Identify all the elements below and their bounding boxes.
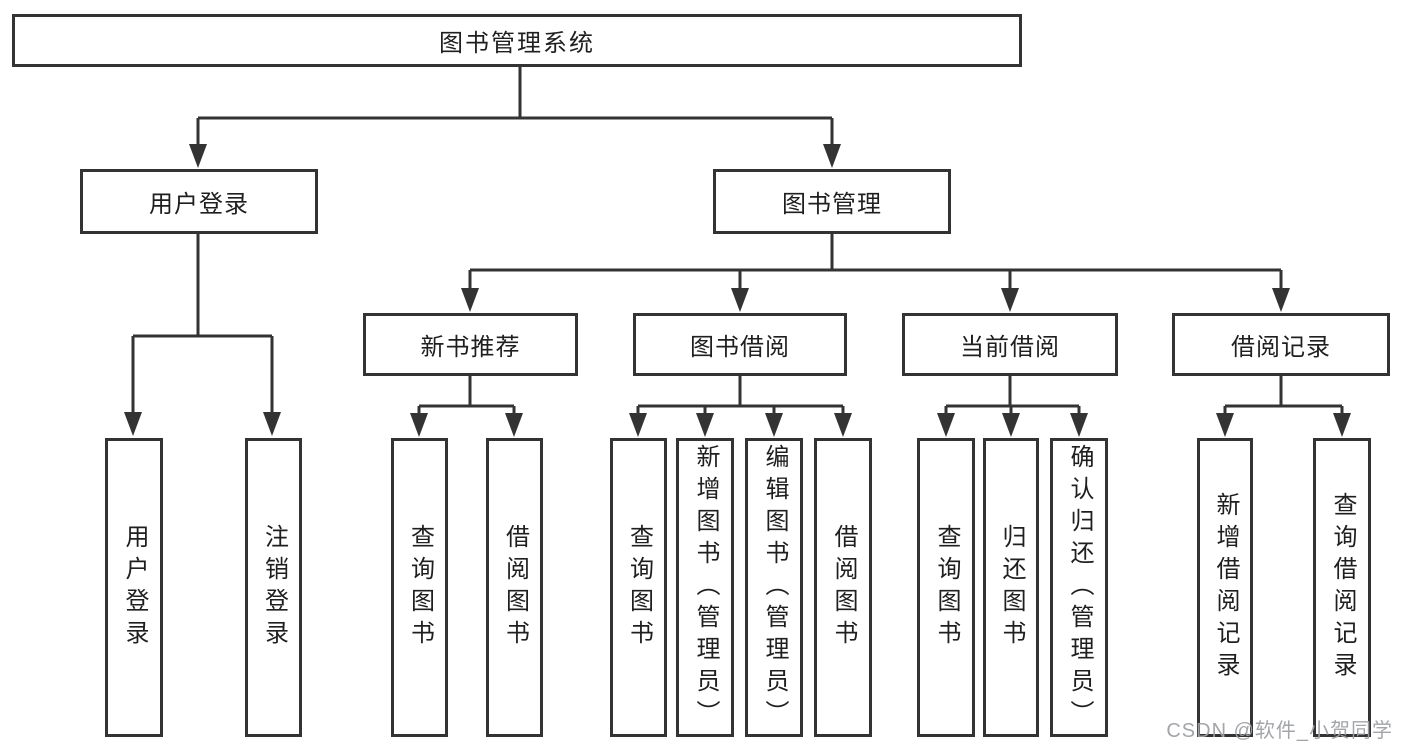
leaf-logout: 注销登录: [245, 438, 302, 737]
leaf-add-borrow-record-label: 新增借阅记录: [1212, 491, 1239, 684]
leaf-logout-label: 注销登录: [260, 523, 288, 652]
leaf-query-borrow-record: 查询借阅记录: [1313, 438, 1371, 737]
leaf-add-book-admin: 新增图书（管理员）: [676, 438, 734, 737]
leaf-query-borrow-record-label: 查询借阅记录: [1329, 491, 1356, 684]
node-current-borrow: 当前借阅: [902, 313, 1118, 376]
node-new-book-recommend: 新书推荐: [363, 313, 578, 376]
leaf-user-login-label: 用户登录: [121, 523, 148, 652]
node-book-management-label: 图书管理: [782, 191, 882, 218]
node-borrow-records-label: 借阅记录: [1231, 334, 1331, 361]
node-book-borrow: 图书借阅: [633, 313, 847, 376]
leaf-query-books-current-label: 查询图书: [933, 523, 960, 652]
leaf-add-borrow-record: 新增借阅记录: [1197, 438, 1253, 737]
leaf-confirm-return-admin: 确认归还（管理员）: [1050, 438, 1108, 737]
leaf-query-books-current: 查询图书: [917, 438, 975, 737]
leaf-borrow-books-label: 借阅图书: [830, 523, 857, 652]
node-root: 图书管理系统: [12, 14, 1022, 67]
leaf-borrow-books: 借阅图书: [814, 438, 872, 737]
node-book-borrow-label: 图书借阅: [690, 334, 790, 361]
node-root-label: 图书管理系统: [439, 30, 595, 57]
node-new-book-recommend-label: 新书推荐: [420, 334, 521, 361]
leaf-add-book-admin-label: 新增图书（管理员）: [692, 443, 719, 732]
node-current-borrow-label: 当前借阅: [960, 334, 1060, 361]
leaf-query-books-borrow: 查询图书: [610, 438, 667, 737]
node-user-login-label: 用户登录: [149, 191, 249, 218]
leaf-borrow-books-recommend-label: 借阅图书: [501, 523, 529, 652]
node-user-login: 用户登录: [80, 169, 318, 234]
leaf-edit-book-admin: 编辑图书（管理员）: [745, 438, 803, 737]
leaf-query-books-recommend: 查询图书: [391, 438, 448, 737]
leaf-query-books-recommend-label: 查询图书: [406, 523, 434, 652]
node-borrow-records: 借阅记录: [1172, 313, 1390, 376]
leaf-user-login: 用户登录: [105, 438, 163, 737]
leaf-return-books-label: 归还图书: [998, 523, 1025, 652]
leaf-edit-book-admin-label: 编辑图书（管理员）: [761, 443, 788, 732]
leaf-borrow-books-recommend: 借阅图书: [486, 438, 543, 737]
csdn-watermark: CSDN @软件_小贺同学: [1166, 720, 1393, 742]
leaf-confirm-return-admin-label: 确认归还（管理员）: [1066, 443, 1093, 732]
node-book-management: 图书管理: [713, 169, 951, 234]
leaf-query-books-borrow-label: 查询图书: [625, 523, 653, 652]
leaf-return-books: 归还图书: [983, 438, 1039, 737]
